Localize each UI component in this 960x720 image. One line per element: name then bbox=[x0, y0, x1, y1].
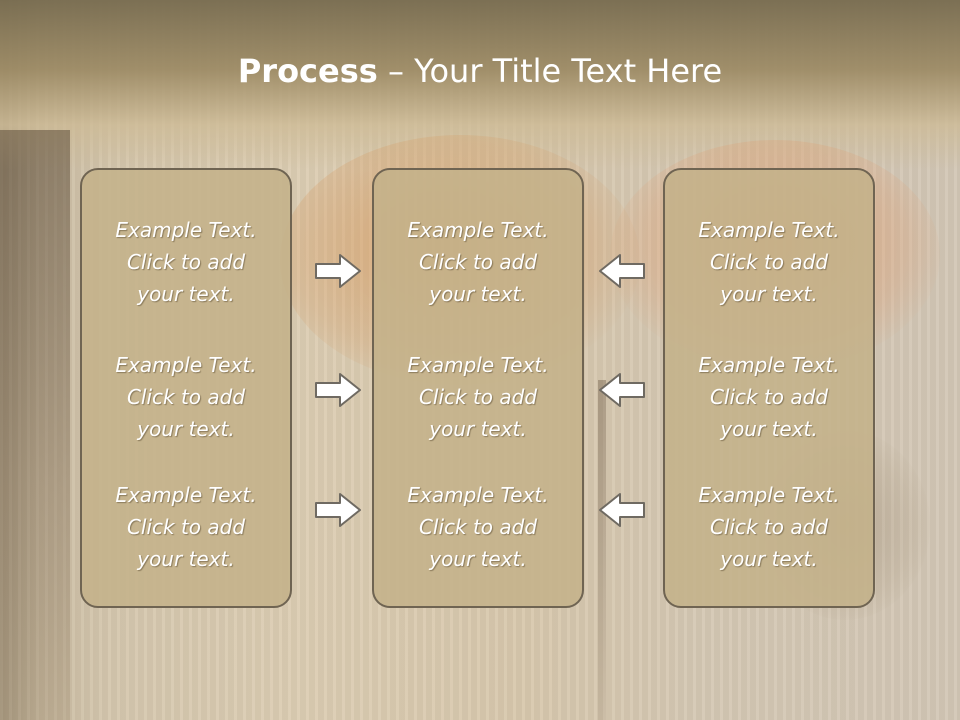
arrow-left-icon[interactable] bbox=[598, 253, 646, 289]
text-line: Click to add bbox=[709, 385, 829, 409]
text-line: your text. bbox=[137, 282, 235, 306]
text-line: Example Text. bbox=[698, 353, 840, 377]
text-line: your text. bbox=[137, 547, 235, 571]
text-line: Click to add bbox=[126, 385, 246, 409]
text-placeholder[interactable]: Example Text. Click to add your text. bbox=[82, 214, 290, 310]
arrow-right-icon[interactable] bbox=[314, 372, 362, 408]
arrow-right-icon[interactable] bbox=[314, 253, 362, 289]
text-line: Click to add bbox=[418, 385, 538, 409]
text-line: Example Text. bbox=[407, 353, 549, 377]
text-placeholder[interactable]: Example Text. Click to add your text. bbox=[665, 214, 873, 310]
text-placeholder[interactable]: Example Text. Click to add your text. bbox=[374, 479, 582, 575]
title-bold-text: Process bbox=[237, 52, 378, 90]
text-line: your text. bbox=[429, 547, 527, 571]
text-line: your text. bbox=[429, 417, 527, 441]
text-line: Click to add bbox=[418, 515, 538, 539]
text-line: Example Text. bbox=[698, 218, 840, 242]
text-line: your text. bbox=[429, 282, 527, 306]
text-line: Example Text. bbox=[698, 483, 840, 507]
text-line: Click to add bbox=[126, 515, 246, 539]
text-placeholder[interactable]: Example Text. Click to add your text. bbox=[82, 349, 290, 445]
text-placeholder[interactable]: Example Text. Click to add your text. bbox=[665, 349, 873, 445]
slide-title[interactable]: Process – Your Title Text Here bbox=[0, 52, 960, 90]
text-line: Click to add bbox=[709, 250, 829, 274]
text-line: your text. bbox=[720, 547, 818, 571]
process-box-center[interactable]: Example Text. Click to add your text. Ex… bbox=[372, 168, 584, 608]
text-line: your text. bbox=[720, 417, 818, 441]
text-line: Example Text. bbox=[407, 218, 549, 242]
process-box-right[interactable]: Example Text. Click to add your text. Ex… bbox=[663, 168, 875, 608]
text-line: Click to add bbox=[126, 250, 246, 274]
text-placeholder[interactable]: Example Text. Click to add your text. bbox=[374, 349, 582, 445]
text-placeholder[interactable]: Example Text. Click to add your text. bbox=[665, 479, 873, 575]
arrow-right-icon[interactable] bbox=[314, 492, 362, 528]
wood-plank-background bbox=[0, 130, 70, 720]
text-line: Example Text. bbox=[115, 483, 257, 507]
arrow-left-icon[interactable] bbox=[598, 372, 646, 408]
process-box-left[interactable]: Example Text. Click to add your text. Ex… bbox=[80, 168, 292, 608]
arrow-left-icon[interactable] bbox=[598, 492, 646, 528]
text-line: Click to add bbox=[709, 515, 829, 539]
text-line: Example Text. bbox=[115, 353, 257, 377]
text-placeholder[interactable]: Example Text. Click to add your text. bbox=[374, 214, 582, 310]
text-placeholder[interactable]: Example Text. Click to add your text. bbox=[82, 479, 290, 575]
title-text: – Your Title Text Here bbox=[377, 52, 723, 90]
text-line: Example Text. bbox=[407, 483, 549, 507]
text-line: Click to add bbox=[418, 250, 538, 274]
text-line: your text. bbox=[137, 417, 235, 441]
wood-crack-background bbox=[598, 380, 606, 720]
text-line: your text. bbox=[720, 282, 818, 306]
text-line: Example Text. bbox=[115, 218, 257, 242]
